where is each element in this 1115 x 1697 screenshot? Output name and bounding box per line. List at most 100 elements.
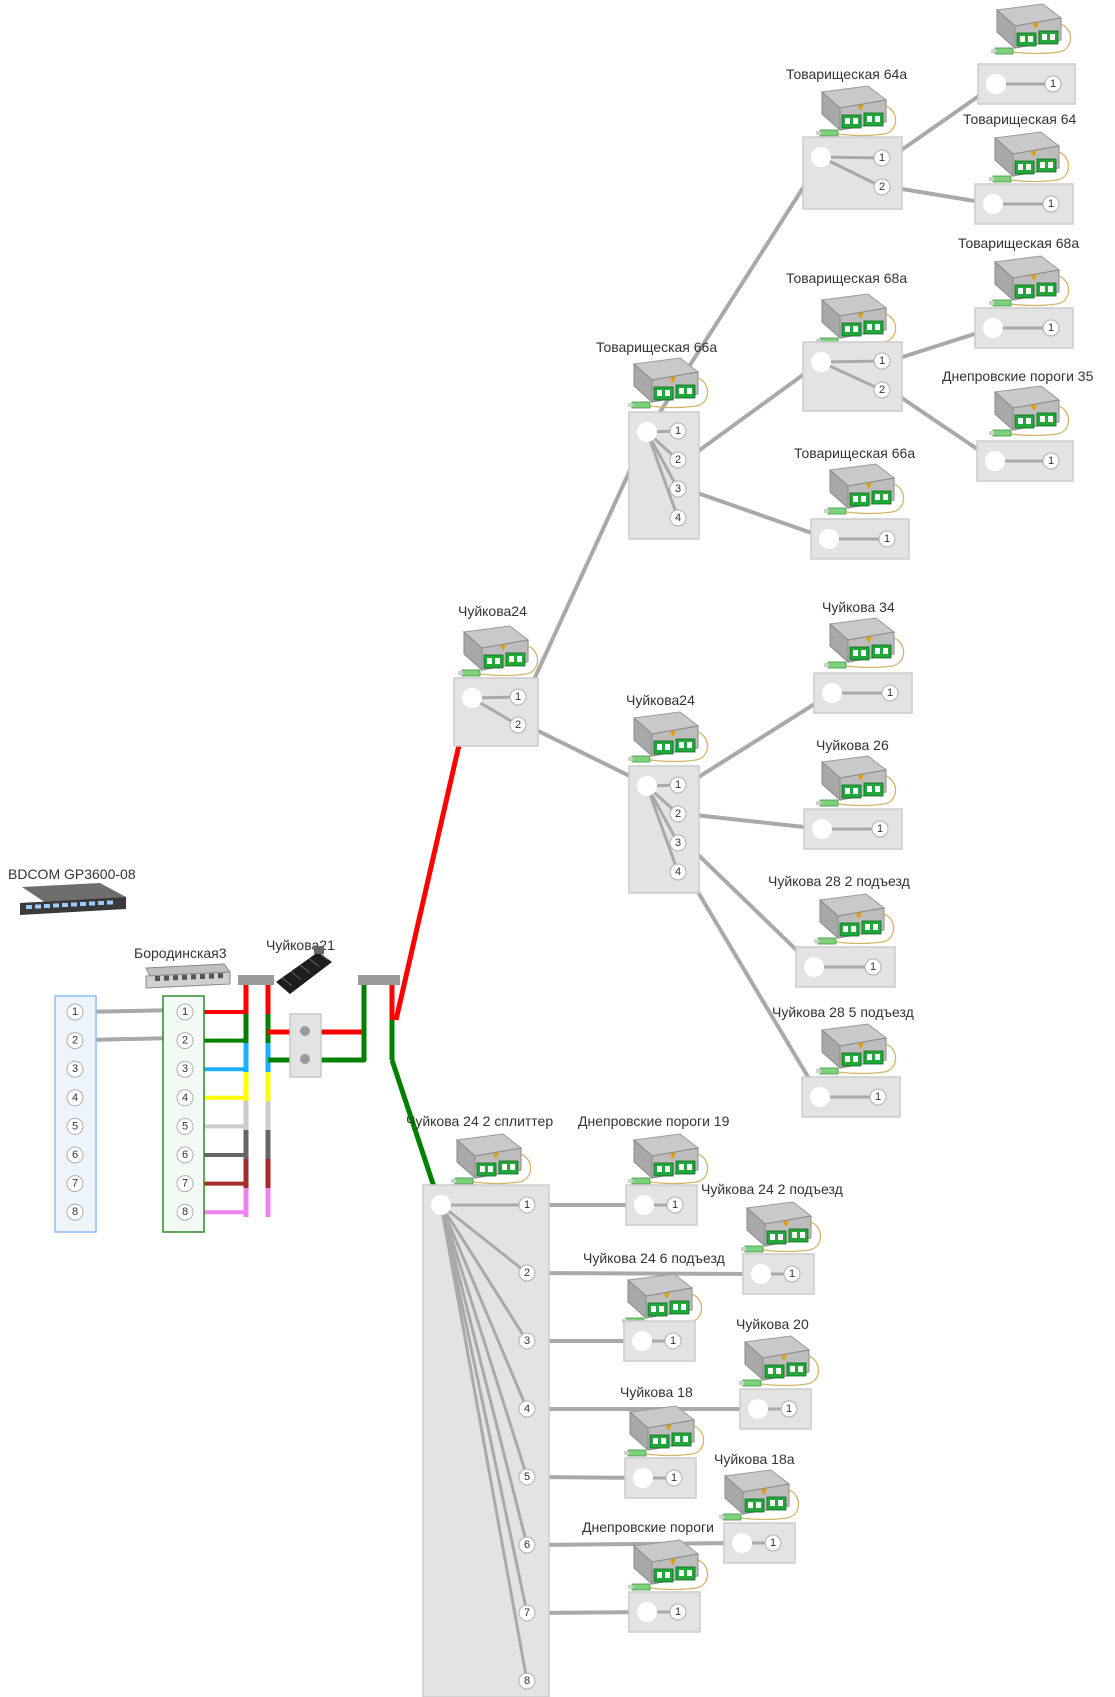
endpoint-port-1[interactable]: 1	[1044, 75, 1062, 93]
port-circle[interactable]	[518, 1196, 536, 1214]
patch-panel-port-8[interactable]: 8	[176, 1203, 194, 1221]
port-circle[interactable]	[669, 422, 687, 440]
port-circle[interactable]	[518, 1672, 536, 1690]
port-circle[interactable]	[176, 1175, 194, 1193]
patch-panel-port-1[interactable]: 1	[176, 1003, 194, 1021]
olt-port-6[interactable]: 6	[66, 1146, 84, 1164]
endpoint-e_top[interactable]: 1	[977, 3, 1076, 105]
splitter-port-4[interactable]: 4	[518, 1400, 536, 1418]
olt-port-5[interactable]: 5	[66, 1117, 84, 1135]
patch-panel-port-6[interactable]: 6	[176, 1146, 194, 1164]
port-circle[interactable]	[780, 1400, 798, 1418]
port-circle[interactable]	[176, 1032, 194, 1050]
splitter-port-2[interactable]: 2	[873, 178, 891, 196]
port-circle[interactable]	[669, 451, 687, 469]
port-circle[interactable]	[669, 1603, 687, 1621]
port-circle[interactable]	[871, 820, 889, 838]
endpoint-e_c34[interactable]: Чуйкова 341	[813, 599, 913, 714]
patch-panel-port-5[interactable]: 5	[176, 1117, 194, 1135]
port-circle[interactable]	[509, 688, 527, 706]
endpoint-port-1[interactable]: 1	[666, 1196, 684, 1214]
port-circle[interactable]	[66, 1175, 84, 1193]
port-circle[interactable]	[1042, 319, 1060, 337]
port-circle[interactable]	[669, 805, 687, 823]
port-circle[interactable]	[881, 684, 899, 702]
port-circle[interactable]	[518, 1536, 536, 1554]
splitter-port-3[interactable]: 3	[669, 480, 687, 498]
port-circle[interactable]	[66, 1146, 84, 1164]
splitter-port-2[interactable]: 2	[669, 451, 687, 469]
endpoint-e_dp35[interactable]: Днепровские пороги 351	[942, 368, 1094, 482]
olt-port-7[interactable]: 7	[66, 1175, 84, 1193]
port-circle[interactable]	[666, 1196, 684, 1214]
endpoint-e_t64[interactable]: Товарищеская 641	[963, 111, 1077, 225]
olt-port-8[interactable]: 8	[66, 1203, 84, 1221]
endpoint-port-1[interactable]: 1	[871, 820, 889, 838]
port-circle[interactable]	[66, 1003, 84, 1021]
port-circle[interactable]	[509, 716, 527, 734]
splitter-port-8[interactable]: 8	[518, 1672, 536, 1690]
closure-node[interactable]: Чуйкова21	[266, 937, 335, 1078]
port-circle[interactable]	[176, 1117, 194, 1135]
olt-port-4[interactable]: 4	[66, 1089, 84, 1107]
port-circle[interactable]	[176, 1203, 194, 1221]
port-circle[interactable]	[66, 1117, 84, 1135]
patch-panel-port-7[interactable]: 7	[176, 1175, 194, 1193]
olt-port-3[interactable]: 3	[66, 1060, 84, 1078]
endpoint-port-1[interactable]: 1	[783, 1265, 801, 1283]
port-circle[interactable]	[878, 530, 896, 548]
splitter-port-1[interactable]: 1	[873, 352, 891, 370]
port-circle[interactable]	[783, 1265, 801, 1283]
splitter-port-1[interactable]: 1	[873, 149, 891, 167]
port-circle[interactable]	[176, 1146, 194, 1164]
splitter-port-2[interactable]: 2	[518, 1264, 536, 1282]
splitter-port-1[interactable]: 1	[669, 776, 687, 794]
endpoint-port-1[interactable]: 1	[664, 1332, 682, 1350]
port-circle[interactable]	[869, 1088, 887, 1106]
port-circle[interactable]	[873, 381, 891, 399]
endpoint-port-1[interactable]: 1	[1042, 195, 1060, 213]
endpoint-port-1[interactable]: 1	[669, 1603, 687, 1621]
port-circle[interactable]	[669, 863, 687, 881]
port-circle[interactable]	[873, 149, 891, 167]
endpoint-port-1[interactable]: 1	[764, 1534, 782, 1552]
port-circle[interactable]	[669, 776, 687, 794]
endpoint-port-1[interactable]: 1	[1042, 452, 1060, 470]
endpoint-port-1[interactable]: 1	[780, 1400, 798, 1418]
port-circle[interactable]	[664, 1332, 682, 1350]
endpoint-port-1[interactable]: 1	[665, 1469, 683, 1487]
port-circle[interactable]	[669, 480, 687, 498]
port-circle[interactable]	[764, 1534, 782, 1552]
port-circle[interactable]	[873, 352, 891, 370]
port-circle[interactable]	[176, 1060, 194, 1078]
port-circle[interactable]	[1042, 195, 1060, 213]
port-circle[interactable]	[518, 1604, 536, 1622]
splitter-port-2[interactable]: 2	[509, 716, 527, 734]
endpoint-e_c20[interactable]: Чуйкова 201	[736, 1316, 820, 1430]
endpoint-e_c26[interactable]: Чуйкова 261	[803, 737, 903, 850]
port-circle[interactable]	[518, 1468, 536, 1486]
patch-panel-port-2[interactable]: 2	[176, 1032, 194, 1050]
splitter-port-3[interactable]: 3	[669, 834, 687, 852]
splitter-port-1[interactable]: 1	[669, 422, 687, 440]
port-circle[interactable]	[66, 1032, 84, 1050]
port-circle[interactable]	[66, 1060, 84, 1078]
port-circle[interactable]	[518, 1332, 536, 1350]
endpoint-port-1[interactable]: 1	[881, 684, 899, 702]
port-circle[interactable]	[518, 1264, 536, 1282]
port-circle[interactable]	[176, 1003, 194, 1021]
port-circle[interactable]	[1044, 75, 1062, 93]
port-circle[interactable]	[669, 834, 687, 852]
